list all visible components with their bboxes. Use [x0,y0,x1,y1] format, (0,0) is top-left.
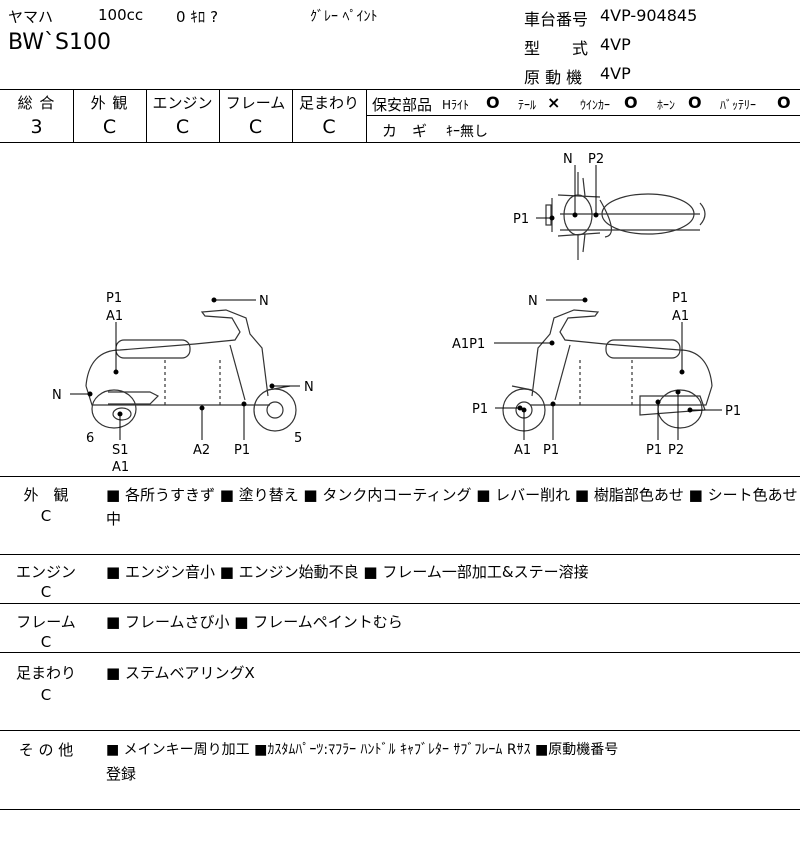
diagram-label: P1 [106,291,122,306]
model-name: BW`S100 [8,30,112,55]
safety-label: 保安部品 [372,96,433,114]
note-suspension-label: 足まわり [15,664,76,682]
diagram-label: P1 [472,402,488,417]
divider [0,142,800,143]
diagram-label: P2 [668,443,684,458]
scooter-left-view [85,309,297,432]
divider [146,89,147,142]
winker-mark: O [624,93,638,112]
diagram-label: 5 [294,431,302,446]
diagram-label: N [304,380,314,395]
diagram-label: A1 [106,309,123,324]
divider [0,809,800,810]
diagram-label: N [52,388,62,403]
note-exterior-label: 外 観 [23,486,69,504]
frame-no: 4VP-904845 [600,6,698,25]
divider [0,89,800,90]
diagram-label: A2 [193,443,210,458]
color: ｸﾞﾚｰ ﾍﾟｲﾝﾄ [310,9,378,25]
note-exterior-text-cont: 中 [106,510,122,528]
note-frame-text: ■ フレームさび小 ■ フレームペイントむら [106,613,403,631]
diagram-label: P1 [672,291,688,306]
type-label: 型 式 [524,39,589,58]
divider [0,603,800,604]
diagram-label: A1 [514,443,531,458]
safety-item-battery: ﾊﾞｯﾃﾘｰ [720,98,757,112]
diagram-label: N [259,294,269,309]
key-label: カ ギ [382,122,428,140]
maker: ヤマハ [8,8,54,26]
tail-mark: × [547,93,561,112]
diagram-label: N [563,152,573,167]
diagram-label: S1 [112,443,129,458]
divider [366,89,367,142]
diagram-label: A1 [112,460,129,475]
divider [219,89,220,142]
note-other-text: ■ メインキー周り加工 ■ｶｽﾀﾑﾊﾟｰﾂ:ﾏﾌﾗｰ ﾊﾝﾄﾞﾙ ｷｬﾌﾞﾚﾀｰ… [106,742,619,758]
safety-item-horn: ﾎｰﾝ [657,98,676,112]
note-engine-label: エンジン [15,563,76,581]
diagram-label: P1 [543,443,559,458]
divider [0,554,800,555]
suspension-label: 足まわり [298,94,359,112]
overall-grade: 3 [30,116,43,138]
diagram-label: P1 [513,212,529,227]
note-engine-text: ■ エンジン音小 ■ エンジン始動不良 ■ フレーム一部加工&ステー溶接 [106,563,589,581]
diagram-label: N [528,294,538,309]
note-exterior-text: ■ 各所うすきず ■ 塗り替え ■ タンク内コーティング ■ レバー削れ ■ 樹… [106,486,798,504]
note-other-label: そ の 他 [18,741,74,759]
key-value: ｷｰ無し [446,124,488,140]
engine-model: 4VP [600,64,631,83]
safety-item-winker: ｳｲﾝｶｰ [580,98,611,112]
note-frame-grade: C [40,633,52,651]
mileage: 0 ｷﾛ ? [176,8,219,26]
diagram-label: P2 [588,152,604,167]
engine-grade: C [175,116,190,138]
divider [73,89,74,142]
divider [0,476,800,477]
overall-label: 総 合 [17,94,56,112]
divider [366,115,800,116]
headlight-mark: O [486,93,500,112]
leader-lines [70,165,722,440]
divider [0,730,800,731]
engine-label: エンジン [152,94,213,112]
damage-diagram: N P2 P1 P1 A1 N N N 6 S1 A1 A2 P1 5 N P1… [52,152,741,475]
note-engine-grade: C [40,583,52,601]
diagram-label: 6 [86,431,94,446]
displacement: 100cc [98,6,144,24]
divider [292,89,293,142]
note-suspension-text: ■ ステムベアリングX [106,664,255,682]
frame-grade: C [248,116,263,138]
diagram-label: P1 [725,404,741,419]
engine-model-label: 原 動 機 [524,68,583,87]
diagram-label: A1 [672,309,689,324]
note-exterior-grade: C [40,507,52,525]
frame-no-label: 車台番号 [524,10,589,29]
exterior-label: 外 観 [90,94,129,112]
diagram-label: P1 [646,443,662,458]
suspension-grade: C [322,116,336,138]
note-suspension-grade: C [40,686,52,704]
exterior-grade: C [102,116,117,138]
battery-mark: O [777,93,791,112]
diagram-label: A1P1 [452,337,485,352]
diagram-label: P1 [234,443,250,458]
scooter-top-view [545,172,706,260]
type-value: 4VP [600,35,631,54]
safety-item-headlight: Hﾗｲﾄ [442,98,470,112]
divider [0,652,800,653]
note-frame-label: フレーム [16,613,76,631]
safety-item-tail: ﾃｰﾙ [518,98,537,112]
note-other-text-cont: 登録 [106,765,137,783]
frame-label: フレーム [225,94,286,112]
horn-mark: O [688,93,702,112]
